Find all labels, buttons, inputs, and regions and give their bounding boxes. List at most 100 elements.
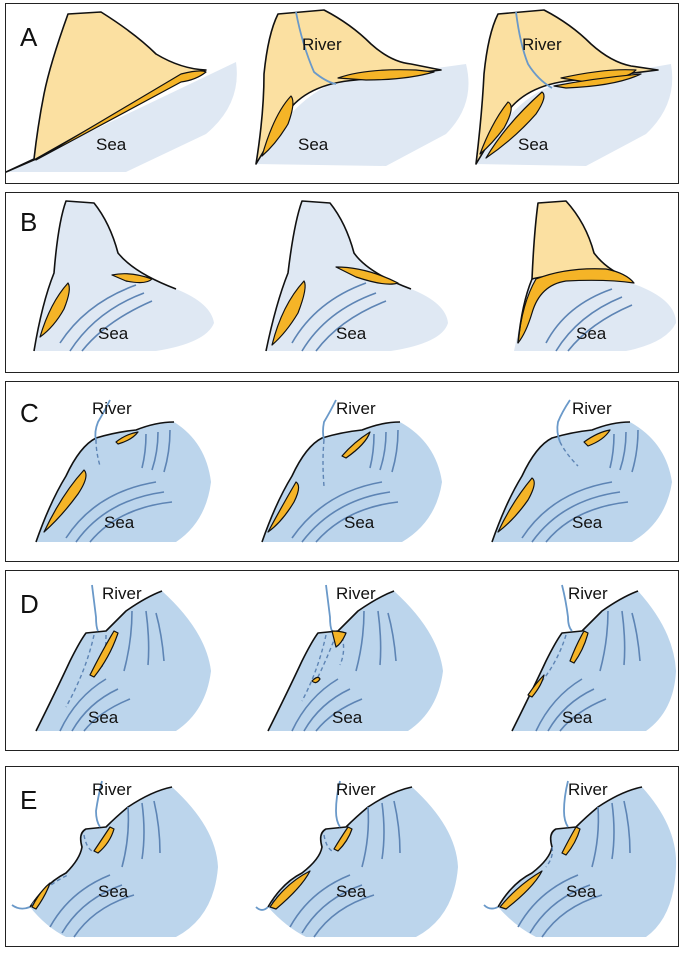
- panel-b-diagram: B Sea Sea: [20, 200, 676, 352]
- wave-line: [555, 296, 623, 352]
- river-dashed: [301, 634, 327, 702]
- river-label: River: [522, 35, 562, 54]
- river-line: [483, 904, 499, 910]
- panel-a: A Sea River Sea River Sea: [5, 3, 679, 184]
- panel-a-stage-1: Sea: [6, 11, 237, 173]
- wave-line: [303, 688, 351, 732]
- panel-c-label: C: [20, 398, 39, 428]
- panel-e-stage-2: River Sea: [255, 780, 458, 938]
- wave-line: [631, 612, 641, 662]
- wave-line: [65, 481, 157, 539]
- coastline: [267, 590, 395, 732]
- wave-line: [121, 806, 130, 868]
- wave-line: [69, 292, 145, 352]
- sea-label: Sea: [336, 882, 367, 901]
- coastline: [267, 786, 413, 908]
- wave-line: [73, 894, 135, 938]
- wave-line: [291, 678, 339, 732]
- sea-label: Sea: [104, 513, 135, 532]
- beach: [497, 477, 535, 533]
- wave-line: [315, 300, 387, 352]
- coastline: [35, 590, 163, 732]
- beach: [479, 101, 512, 155]
- river-line: [255, 906, 269, 911]
- panel-d-stage-2: River Sea: [267, 584, 443, 732]
- wave-line: [611, 802, 615, 860]
- wave-line: [59, 678, 107, 732]
- panel-c: C River Sea: [5, 381, 679, 562]
- sea-label: Sea: [96, 135, 127, 154]
- panel-c-stage-1: River Sea: [35, 399, 211, 543]
- river-line: [322, 399, 337, 441]
- sea-area: [36, 422, 211, 542]
- beach: [93, 826, 115, 854]
- beach: [499, 870, 543, 910]
- river-line: [91, 584, 99, 632]
- coastline: [491, 421, 631, 543]
- wave-line: [355, 610, 365, 672]
- coastline: [29, 786, 173, 908]
- wave-line: [381, 802, 385, 860]
- panel-b-stage-2: Sea: [265, 200, 448, 352]
- river-line: [95, 780, 103, 828]
- sea-area: [36, 591, 211, 731]
- panel-b-stage-3: Sea: [514, 200, 676, 352]
- panel-c-diagram: C River Sea: [20, 398, 672, 543]
- beach: [333, 826, 353, 852]
- wave-line: [517, 874, 579, 928]
- beach: [485, 91, 545, 159]
- river-label: River: [568, 780, 608, 799]
- wave-line: [529, 884, 591, 934]
- wave-line: [591, 806, 600, 868]
- wave-line: [155, 612, 165, 662]
- panel-c-stage-3: River Sea: [491, 399, 672, 543]
- sea-area: [512, 591, 676, 731]
- river-dashed: [65, 634, 95, 708]
- land-area: [6, 11, 207, 173]
- panel-a-label: A: [20, 22, 38, 52]
- beach: [269, 870, 311, 910]
- river-line: [561, 584, 573, 632]
- wave-line: [391, 429, 399, 473]
- coastline: [517, 278, 533, 344]
- river-dashed: [545, 846, 554, 868]
- wave-line: [291, 481, 383, 539]
- sea-label: Sea: [344, 513, 375, 532]
- river-dashed: [95, 439, 101, 467]
- river-line: [94, 399, 111, 441]
- river-line: [515, 11, 553, 89]
- beach: [561, 826, 581, 856]
- coastline: [261, 421, 401, 543]
- coastline: [33, 200, 177, 352]
- sea-label: Sea: [566, 882, 597, 901]
- wave-line: [387, 612, 397, 662]
- beach: [271, 280, 306, 346]
- sea-label: Sea: [298, 135, 329, 154]
- river-dashed: [323, 834, 333, 852]
- beach: [267, 481, 300, 533]
- panel-e-diagram: E River Sea: [11, 780, 677, 938]
- sea-area: [256, 64, 469, 166]
- river-dashed: [322, 439, 325, 487]
- panel-a-stage-2: River Sea: [255, 9, 469, 166]
- panel-a-diagram: A Sea River Sea River Sea: [6, 9, 673, 173]
- wave-line: [393, 800, 401, 854]
- beach: [35, 70, 207, 161]
- wave-line: [89, 501, 173, 543]
- river-dashed: [559, 441, 579, 467]
- beach: [331, 630, 347, 648]
- beach: [341, 431, 371, 459]
- wave-line: [123, 610, 133, 672]
- wave-line: [379, 431, 387, 471]
- sea-label: Sea: [336, 324, 367, 343]
- wave-line: [313, 894, 375, 938]
- wave-line: [291, 282, 367, 344]
- beach: [337, 69, 435, 81]
- wave-line: [369, 433, 375, 469]
- wave-line: [599, 610, 609, 672]
- wave-line: [141, 433, 147, 469]
- wave-line: [301, 884, 363, 934]
- beach: [31, 882, 51, 910]
- wave-line: [521, 481, 613, 539]
- wave-line: [541, 894, 603, 938]
